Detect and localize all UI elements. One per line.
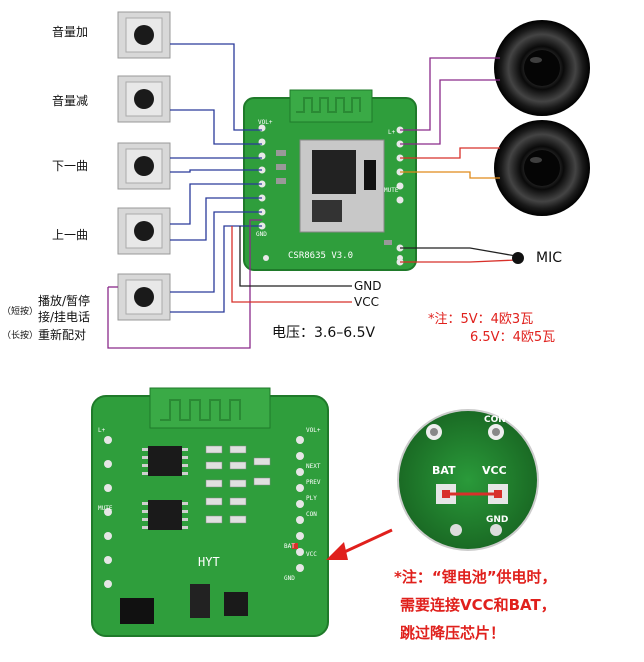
bottom-pin-vol-up: VOL+ [306,427,321,434]
pin-label-gnd-left: GND [256,231,267,238]
play-wire [107,219,262,349]
label-next: 下一曲 [52,159,89,173]
bottom-pin-next: NEXT [306,463,321,470]
battery-note-line3: 跳过降压芯片！ [400,624,506,642]
label-prev: 上一曲 [52,228,89,242]
pin-label-mute: MUTE [384,187,399,194]
vcc-wire [231,226,352,303]
bluetooth-module-top: CSR8635 V3.0 VOL+ GND L+ MUTE [243,89,417,271]
gnd-wire [239,226,352,287]
voltage-range: 电压：3.6–6.5V [272,325,376,341]
label-vcc: VCC [354,295,379,309]
speaker-note-6v5: 6.5V：4欧5瓦 [470,330,556,345]
bottom-pin-bat: BAT [284,543,295,550]
zoom-label-vcc: VCC [482,464,507,477]
zoom-label-bat: BAT [432,464,456,477]
button-next [117,142,171,190]
zoom-label-gnd: GND [486,515,508,525]
speaker-note-5v: *注：5V：4欧3瓦 [428,312,534,327]
bluetooth-module-bottom: HYT L+ MUTE VOL+ NEXT PREV PLY CON BAT V… [91,387,329,637]
label-re-pair: 重新配对 [38,328,87,342]
speaker-right-channel [494,120,590,216]
zoom-detail: BAT VCC GND CON [397,409,539,551]
pin-label-vol-up: VOL+ [258,119,273,126]
speaker-left-channel [494,20,590,116]
battery-note-line1: *注：“锂电池”供电时， [394,568,557,586]
label-gnd: GND [354,279,382,293]
label-vol-down: 音量减 [52,94,89,108]
bottom-pin-gnd: GND [284,575,295,582]
bottom-pin-vcc: VCC [306,551,317,558]
button-play [117,273,171,321]
label-vol-up: 音量加 [52,25,89,39]
module-model-label: CSR8635 V3.0 [288,251,353,261]
label-mic: MIC [536,250,562,266]
bottom-pin-ply: PLY [306,495,317,502]
zoom-label-con: CON [484,415,506,425]
bottom-pin-con: CON [306,511,317,518]
bottom-pin-prev: PREV [306,479,321,486]
label-long-press: （长按） [2,331,39,341]
label-short-press: （短按） [2,307,39,317]
pin-label-l-plus: L+ [388,129,396,136]
button-vol-up [117,11,171,59]
label-answer-hangup: 接/挂电话 [38,310,91,324]
button-vol-down [117,75,171,123]
button-wires [170,43,262,313]
zoom-arrow [326,528,393,560]
bottom-pin-l-plus: L+ [98,427,106,434]
label-play-pause: 播放/暂停 [38,294,91,308]
button-prev [117,207,171,255]
bottom-pin-mute: MUTE [98,505,113,512]
mic-capsule [512,252,524,264]
battery-note-line2: 需要连接VCC和BAT， [400,596,556,614]
silk-hyt: HYT [198,555,220,569]
